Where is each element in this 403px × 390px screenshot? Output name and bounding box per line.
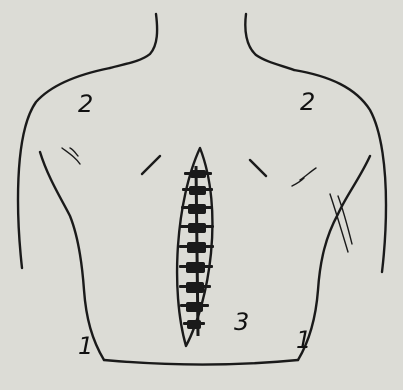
vertebral-column [179, 166, 214, 336]
label-spine-region: 3 [234, 308, 249, 336]
left-shoulder-outline [18, 68, 110, 268]
spinal-axis [196, 166, 198, 336]
label-right-flank: 1 [296, 326, 311, 354]
label-left-shoulder: 2 [78, 90, 93, 118]
right-arm-inner-2 [338, 196, 352, 244]
label-right-shoulder: 2 [300, 88, 315, 116]
right-muscle-mark [250, 160, 266, 176]
vertebra [183, 320, 205, 329]
left-muscle-mark [142, 156, 160, 174]
right-scapula-hint [300, 168, 316, 180]
neck-left-outline [110, 14, 157, 68]
neck-right-outline [245, 14, 294, 70]
right-scapula-hint-2 [292, 178, 304, 186]
waist-line [104, 360, 298, 365]
vertebra [180, 302, 209, 312]
label-left-flank: 1 [78, 332, 93, 360]
left-torso-outline [40, 152, 104, 360]
